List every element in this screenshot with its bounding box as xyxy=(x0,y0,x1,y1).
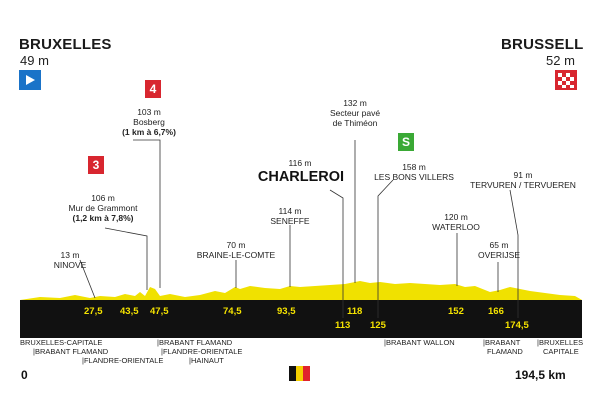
thimeon-name: Secteur pavé xyxy=(329,108,381,118)
tervuren-altitude: 91 m xyxy=(513,170,533,180)
bosberg-label: 103 m Bosberg (1 km à 6,7%) xyxy=(114,107,184,137)
start-altitude: 49 m xyxy=(20,53,49,68)
braine-name: BRAINE-LE-COMTE xyxy=(196,250,276,260)
bosberg-altitude: 103 m xyxy=(137,107,161,117)
km-marker: 125 xyxy=(370,320,386,331)
km-marker: 74,5 xyxy=(223,306,242,317)
seneffe-altitude: 114 m xyxy=(278,206,302,216)
region-mid-1: |BRABANT FLAMAND xyxy=(157,338,233,347)
region-capitale-1: |BRUXELLES xyxy=(537,338,584,347)
braine-le-comte-label: 70 m BRAINE-LE-COMTE xyxy=(196,240,276,260)
region-start-3: |FLANDRE-ORIENTALE xyxy=(82,356,164,365)
region-start: BRUXELLES-CAPITALE |BRABANT FLAMAND |FLA… xyxy=(20,338,163,365)
waterloo-label: 120 m WATERLOO xyxy=(428,212,484,232)
total-km: 194,5 km xyxy=(515,368,566,382)
seneffe-label: 114 m SENEFFE xyxy=(265,206,315,226)
region-mid-3: |HAINAUT xyxy=(189,356,224,365)
sprint-badge: S xyxy=(398,133,414,151)
km-marker: 118 xyxy=(347,306,363,317)
region-flamand-1: |BRABANT xyxy=(483,338,521,347)
start-city: BRUXELLES xyxy=(19,36,112,53)
km-marker: 152 xyxy=(448,306,464,317)
seneffe-name: SENEFFE xyxy=(270,216,310,226)
bosberg-detail: (1 km à 6,7%) xyxy=(122,127,176,137)
waterloo-altitude: 120 m xyxy=(444,212,468,222)
tervuren-label: 91 m TERVUREN / TERVUEREN xyxy=(468,170,578,190)
region-mid-2: |FLANDRE-ORIENTALE xyxy=(161,347,243,356)
thimeon-altitude: 132 m xyxy=(343,98,367,108)
overijse-altitude: 65 m xyxy=(489,240,509,250)
region-flamand-2: FLAMAND xyxy=(487,347,523,356)
region-flamand: |BRABANT FLAMAND xyxy=(483,338,523,356)
start-arrow-icon xyxy=(19,70,41,90)
belgium-flag-icon xyxy=(289,366,310,381)
bons-villers-altitude: 158 m xyxy=(402,162,426,172)
km-marker: 174,5 xyxy=(505,320,529,331)
bosberg-name: Bosberg xyxy=(133,117,165,127)
ninove-altitude: 13 m xyxy=(60,250,80,260)
region-wallon: |BRABANT WALLON xyxy=(384,338,455,347)
finish-altitude: 52 m xyxy=(546,53,575,68)
waterloo-name: WATERLOO xyxy=(432,222,480,232)
grammont-altitude: 106 m xyxy=(91,193,115,203)
region-capitale: |BRUXELLES CAPITALE xyxy=(537,338,583,356)
climb-category-3-badge: 3 xyxy=(88,156,104,174)
grammont-detail: (1,2 km à 7,8%) xyxy=(72,213,134,223)
climb-category-4-badge: 4 xyxy=(145,80,161,98)
charleroi-name: CHARLEROI xyxy=(257,169,345,185)
tervuren-name: TERVUREN / TERVUEREN xyxy=(470,180,576,190)
start-km: 0 xyxy=(21,368,28,382)
km-marker: 93,5 xyxy=(277,306,296,317)
region-start-2: |BRABANT FLAMAND xyxy=(33,347,109,356)
thimeon-label: 132 m Secteur pavé de Thiméon xyxy=(320,98,390,128)
braine-altitude: 70 m xyxy=(226,240,246,250)
grammont-name: Mur de Grammont xyxy=(68,203,138,213)
km-marker: 43,5 xyxy=(120,306,139,317)
ninove-label: 13 m NINOVE xyxy=(45,250,95,270)
region-mid: |BRABANT FLAMAND |FLANDRE-ORIENTALE |HAI… xyxy=(157,338,242,365)
overijse-label: 65 m OVERIJSE xyxy=(476,240,522,260)
finish-checkered-flag-icon xyxy=(555,70,577,90)
km-marker: 113 xyxy=(335,320,351,331)
region-start-1: BRUXELLES-CAPITALE xyxy=(20,338,103,347)
finish-city: BRUSSELL xyxy=(501,36,584,53)
grammont-label: 106 m Mur de Grammont (1,2 km à 7,8%) xyxy=(58,193,148,223)
km-marker: 27,5 xyxy=(84,306,103,317)
charleroi-altitude: 116 m xyxy=(288,158,312,168)
bons-villers-name: LES BONS VILLERS xyxy=(374,172,454,182)
km-marker: 166 xyxy=(488,306,504,317)
region-capitale-2: CAPITALE xyxy=(543,347,579,356)
ninove-name: NINOVE xyxy=(53,260,87,270)
km-marker: 47,5 xyxy=(150,306,169,317)
overijse-name: OVERIJSE xyxy=(477,250,521,260)
bons-villers-label: 158 m LES BONS VILLERS xyxy=(374,162,454,182)
thimeon-name-2: de Thiméon xyxy=(332,118,378,128)
